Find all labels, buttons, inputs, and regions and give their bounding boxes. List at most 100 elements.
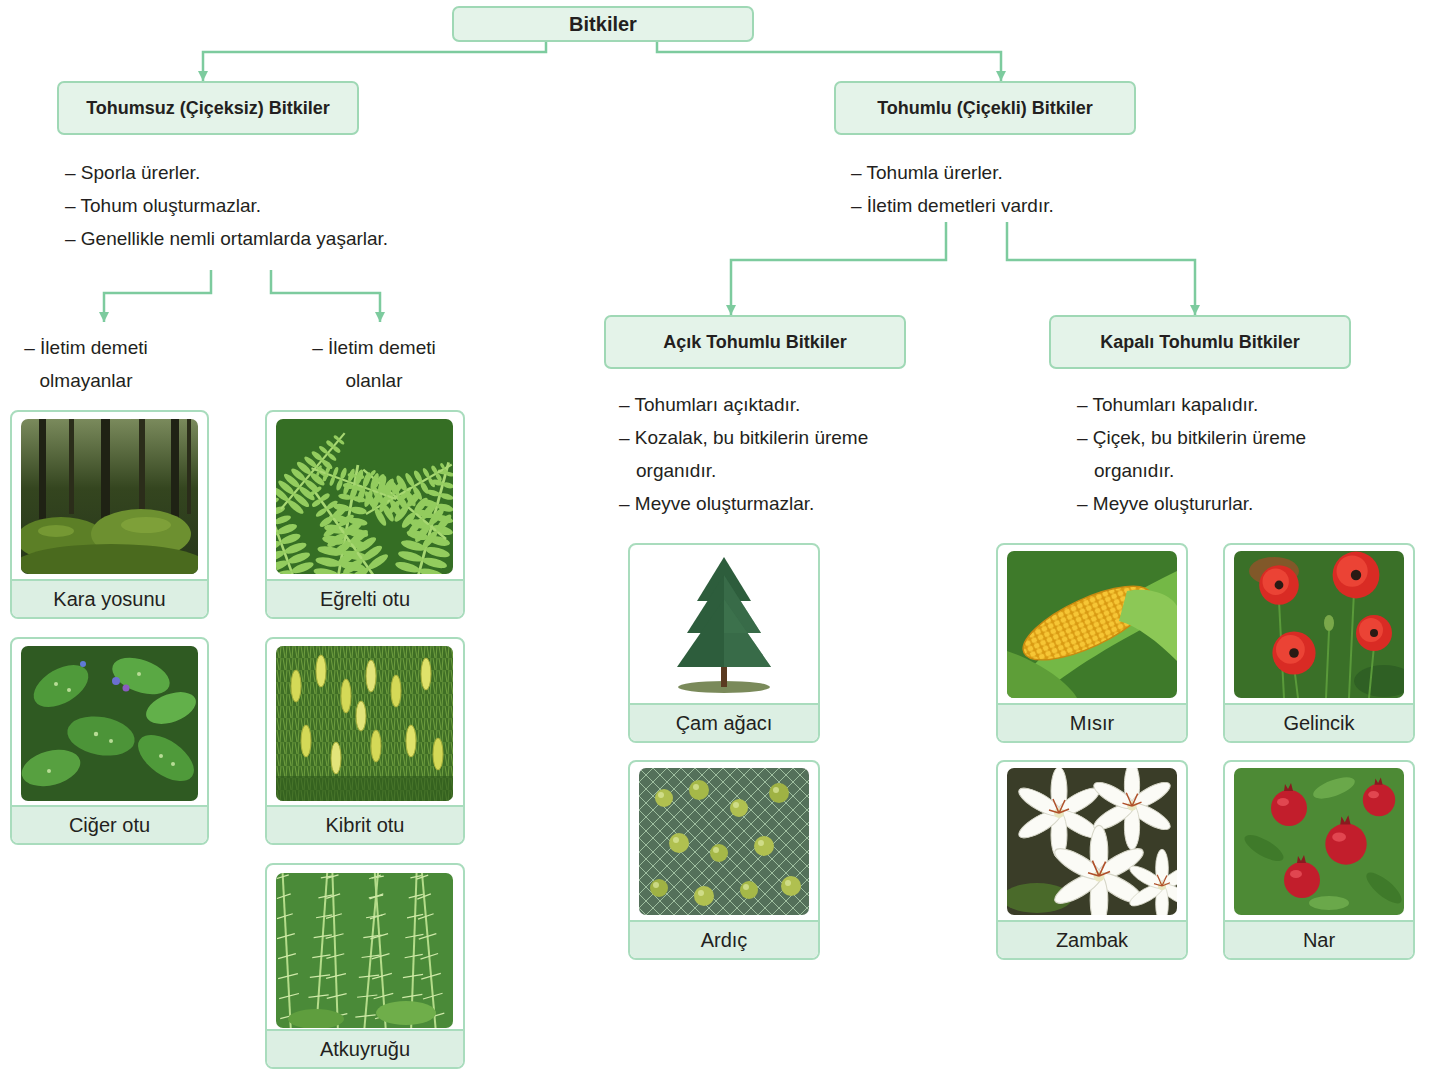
clubmoss-picture-part <box>276 646 453 801</box>
juniper-picture-part <box>743 884 749 890</box>
moss-picture-part <box>38 525 74 537</box>
juniper-picture-part <box>658 792 664 798</box>
corn-picture <box>1007 551 1177 698</box>
category-title-box: Açık Tohumlu Bitkiler <box>604 315 906 369</box>
juniper-picture-part <box>733 802 739 808</box>
category-box: Tohumlu (Çiçekli) Bitkiler– Tohumla ürer… <box>834 81 1136 222</box>
clubmoss-picture-part <box>433 738 443 770</box>
clubmoss-picture-part <box>391 675 401 707</box>
feature-list: – Tohumları kapalıdır.– Çiçek, bu bitkil… <box>1077 388 1357 520</box>
clubmoss-picture-part <box>406 725 416 757</box>
card-label-bar: Nar <box>1225 920 1413 958</box>
poppy-picture-part <box>1354 665 1404 697</box>
plant-name: Mısır <box>1070 712 1114 735</box>
moss-picture-part <box>171 419 179 521</box>
category-title: Bitkiler <box>569 13 637 36</box>
moss-picture-part <box>101 419 110 524</box>
clubmoss-picture-part <box>276 646 453 801</box>
plant-name: Eğrelti otu <box>320 588 410 611</box>
liverwort-picture-part <box>64 711 138 760</box>
liverwort-picture-part <box>107 651 174 702</box>
category-title-box: Kapalı Tohumlu Bitkiler <box>1049 315 1351 369</box>
plant-name: Nar <box>1303 929 1335 952</box>
juniper-picture-part <box>740 881 758 899</box>
plant-card: Gelincik <box>1223 543 1415 743</box>
pomegranate-picture-part <box>1284 855 1320 898</box>
plant-card: Zambak <box>996 760 1188 960</box>
feature-item: – Tohum oluşturmazlar. <box>65 189 388 222</box>
poppy-picture-part <box>1324 615 1334 631</box>
card-label-bar: Gelincik <box>1225 703 1413 741</box>
moss-picture-part <box>139 419 145 517</box>
branch-arrow <box>1007 222 1195 315</box>
plant-name: Gelincik <box>1283 712 1354 735</box>
juniper-picture-part <box>669 833 689 853</box>
moss-picture-part <box>39 419 46 519</box>
juniper-picture-part <box>713 847 719 853</box>
feature-item: – Tohumla ürerler. <box>851 156 1136 189</box>
feature-list: – Sporla ürerler.– Tohum oluşturmazlar.–… <box>65 156 388 255</box>
feature-item: – Meyve oluşturmazlar. <box>619 487 909 520</box>
card-label-bar: Çam ağacı <box>630 703 818 741</box>
liverwort-picture-part <box>109 739 113 743</box>
corn-picture-part <box>1119 590 1177 661</box>
group-label: – İletim demeti olmayanlar <box>6 331 166 397</box>
pomegranate-picture-part <box>1241 830 1287 866</box>
category-box: Açık Tohumlu Bitkiler – Tohumları açıktad… <box>604 315 909 520</box>
liverwort-picture-part <box>94 732 98 736</box>
plant-name: Ciğer otu <box>69 814 150 837</box>
branch-arrow <box>731 222 946 315</box>
plant-name: Kibrit otu <box>326 814 405 837</box>
card-label-bar: Ardıç <box>630 920 818 958</box>
feature-item: – Çiçek, bu bitkilerin üreme organıdır. <box>1077 421 1357 487</box>
card-label-bar: Zambak <box>998 920 1186 958</box>
fern-picture-part <box>305 451 402 516</box>
juniper-picture-part <box>673 837 679 843</box>
feature-list: – Tohumları açıktadır.– Kozalak, bu bitk… <box>619 388 909 520</box>
category-title-box: Tohumsuz (Çiçeksiz) Bitkiler <box>57 81 359 135</box>
root-box: Bitkiler <box>452 6 754 42</box>
moss-picture-part <box>121 517 171 533</box>
clubmoss-picture-part <box>291 670 301 702</box>
group-arrow <box>271 270 380 322</box>
juniper-picture-part <box>653 882 659 888</box>
juniper-picture-part <box>693 784 699 790</box>
fern-picture <box>276 419 453 574</box>
plant-name: Çam ağacı <box>676 712 773 735</box>
lily-picture <box>1007 768 1177 915</box>
feature-item: – Meyve oluştururlar. <box>1077 487 1357 520</box>
feature-item: – Genellikle nemli ortamlarda yaşarlar. <box>65 222 388 255</box>
category-box: Tohumsuz (Çiçeksiz) Bitkiler – Sporla üre… <box>57 81 388 255</box>
clubmoss-picture-part <box>331 742 341 774</box>
juniper-picture-part <box>730 799 748 817</box>
pomegranate-picture-part <box>1362 868 1404 909</box>
pine-picture-part <box>639 551 809 698</box>
feature-item: – Tohumları kapalıdır. <box>1077 388 1357 421</box>
feature-list: – Tohumla ürerler.– İletim demetleri var… <box>851 156 1136 222</box>
liverwort-picture-part <box>142 686 198 730</box>
category-title: Tohumsuz (Çiçeksiz) Bitkiler <box>86 98 330 119</box>
liverwort-picture-part <box>27 656 96 715</box>
liverwort-picture-part <box>130 726 198 791</box>
lily-picture-part <box>1127 849 1177 915</box>
corn-picture-part <box>1007 551 1177 698</box>
poppy-picture-part <box>1272 631 1315 674</box>
category-title: Açık Tohumlu Bitkiler <box>663 332 847 353</box>
juniper-picture-part <box>758 840 764 846</box>
plant-card: Ardıç <box>628 760 820 960</box>
plant-card: Ciğer otu <box>10 637 209 845</box>
pomegranate-picture-part <box>1363 778 1395 817</box>
horsetail-picture-part <box>322 873 348 1028</box>
pomegranate-picture <box>1234 768 1404 915</box>
clubmoss-picture-part <box>316 655 326 687</box>
juniper-picture <box>639 768 809 915</box>
poppy-picture-part <box>1333 552 1380 599</box>
juniper-picture-part <box>655 789 673 807</box>
poppy-picture <box>1234 551 1404 698</box>
horsetail-picture <box>276 873 453 1028</box>
pomegranate-picture-part <box>1311 773 1358 803</box>
liverwort-picture-part <box>80 661 86 667</box>
juniper-picture-part <box>785 880 791 886</box>
